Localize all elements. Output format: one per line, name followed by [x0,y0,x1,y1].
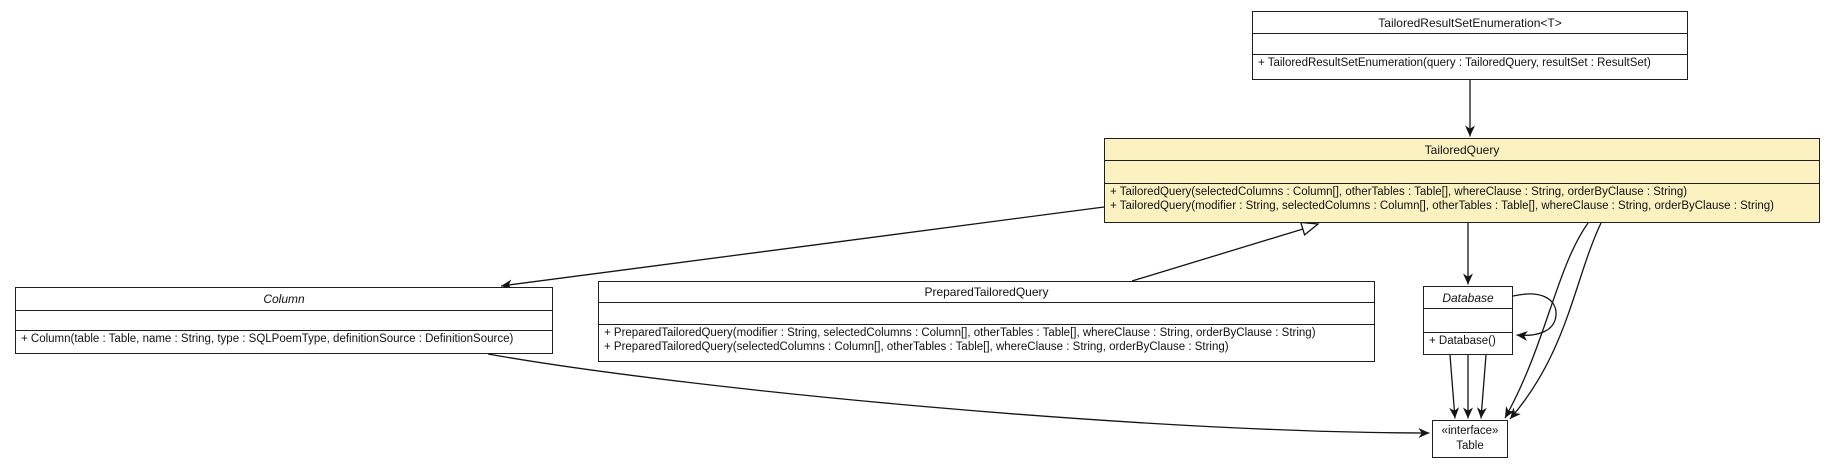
class-title: TailoredQuery [1105,139,1819,161]
method-signature: + TailoredQuery(selectedColumns : Column… [1110,186,1688,198]
attributes-compartment [599,303,1374,325]
class-box-column: Column + Column(table : Table, name : St… [15,287,553,354]
interface-box-table: «interface» Table [1432,420,1508,458]
interface-name: Table [1456,440,1484,452]
methods-compartment: + TailoredResultSetEnumeration(query : T… [1253,55,1687,79]
class-title: PreparedTailoredQuery [599,282,1374,303]
method-signature: + PreparedTailoredQuery(selectedColumns … [604,340,1229,353]
attributes-compartment [16,311,552,331]
methods-compartment: + Database() [1424,333,1512,354]
attributes-compartment [1105,161,1819,184]
methods-compartment: + PreparedTailoredQuery(modifier : Strin… [599,325,1374,361]
attributes-compartment [1424,309,1512,333]
edge-preparedtailoredquery-to-tailoredquery [1131,228,1304,282]
methods-compartment: + Column(table : Table, name : String, t… [16,331,552,353]
edge-database-self-loop [1512,293,1557,341]
method-signature: + PreparedTailoredQuery(modifier : Strin… [604,327,1316,339]
methods-compartment: + TailoredQuery(selectedColumns : Column… [1105,184,1819,222]
class-box-tailoredquery: TailoredQuery + TailoredQuery(selectedCo… [1104,138,1820,223]
method-signature: + TailoredQuery(modifier : String, selec… [1110,199,1775,212]
edge-tailoredquery-to-table-2 [1509,222,1602,420]
class-box-tailoredresultsetenumeration: TailoredResultSetEnumeration<T> + Tailor… [1252,11,1688,80]
method-signature: + Column(table : Table, name : String, t… [21,333,514,345]
class-title: Database [1424,287,1512,309]
edge-tailoredquery-to-column [500,206,1105,290]
edge-column-to-table [487,353,1430,438]
method-signature: + TailoredResultSetEnumeration(query : T… [1258,57,1651,69]
class-box-database: Database + Database() [1423,286,1513,355]
interface-stereotype: «interface» [1441,425,1499,437]
attributes-compartment [1253,34,1687,55]
class-box-preparedtailoredquery: PreparedTailoredQuery + PreparedTailored… [598,281,1375,362]
generalization-triangle-icon [1299,221,1320,237]
edge-database-to-table-1 [1449,354,1460,419]
class-title: TailoredResultSetEnumeration<T> [1253,12,1687,34]
edge-tailoredquery-to-table-1 [1504,222,1589,419]
class-title: Column [16,288,552,311]
edge-database-to-table-3 [1476,354,1487,419]
method-signature: + Database() [1429,335,1496,347]
